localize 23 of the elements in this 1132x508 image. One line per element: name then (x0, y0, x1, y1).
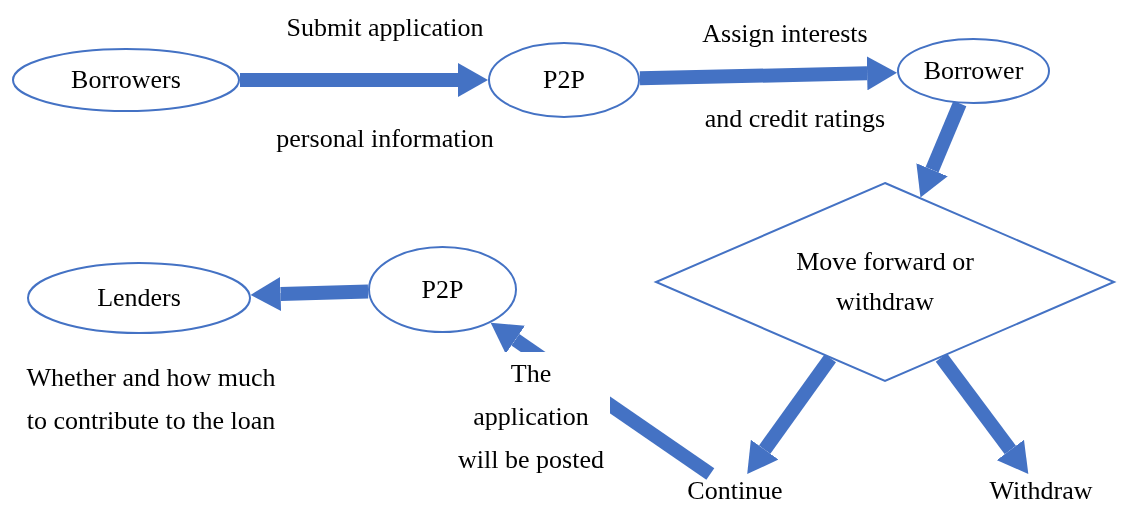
ellipse-node (27, 262, 251, 334)
arrow-caption: personal information (275, 123, 495, 155)
block-arrow (916, 100, 967, 198)
node-text: Borrowers (71, 64, 181, 96)
ellipse-node (488, 42, 640, 118)
node-caption: Whether and how much to contribute to the loan (25, 362, 277, 437)
node-text: Lenders (97, 282, 181, 314)
ellipse-node (368, 246, 517, 333)
block-arrow (935, 353, 1029, 474)
ellipse-node (897, 38, 1050, 104)
block-arrow (747, 354, 836, 474)
node-text: Move forward or withdraw (795, 246, 975, 318)
arrow-caption: and credit ratings (703, 103, 887, 135)
node-text: Continue (687, 475, 783, 507)
node-text: P2P (543, 64, 585, 96)
block-arrow (240, 63, 488, 97)
decision-diamond (655, 182, 1115, 382)
block-arrow (250, 277, 369, 312)
node-text: P2P (421, 273, 464, 306)
node-text: Withdraw (989, 475, 1093, 507)
ellipse-node (12, 48, 240, 112)
node-text: Borrower (923, 55, 1024, 87)
block-arrow (639, 56, 898, 91)
